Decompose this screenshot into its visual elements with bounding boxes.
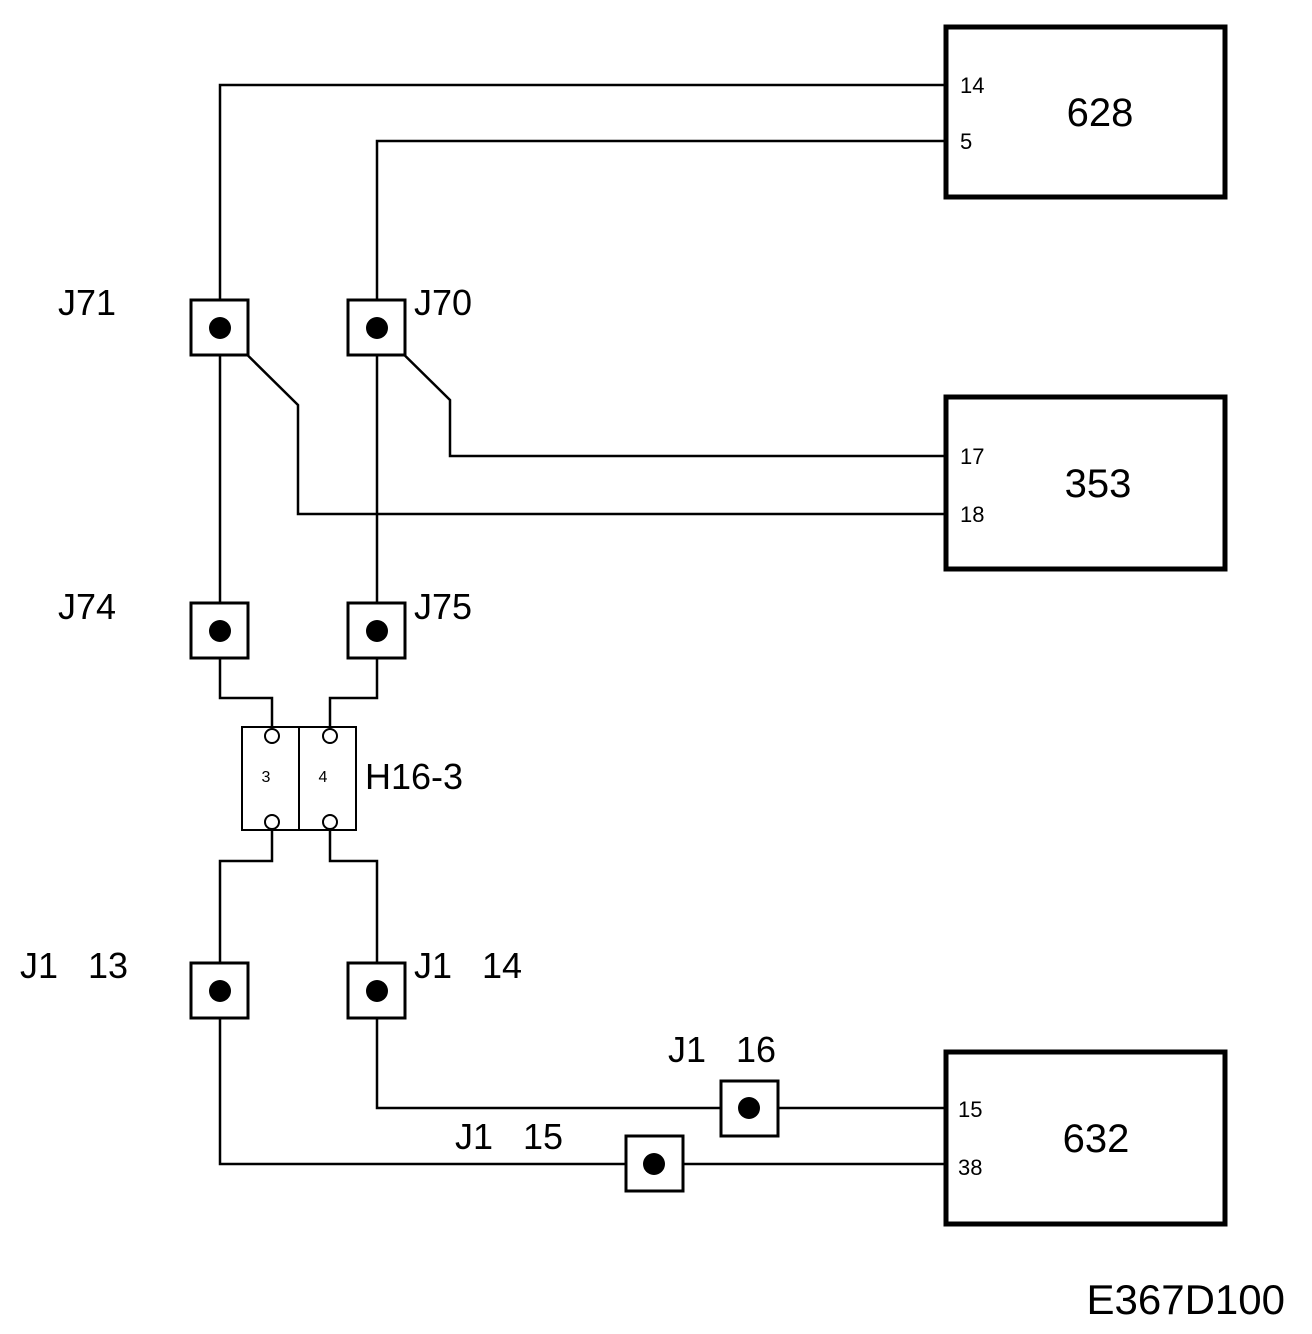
splice-label: H16-3 bbox=[365, 756, 463, 797]
connector-label: J1 14 bbox=[414, 945, 522, 986]
pin-label: 15 bbox=[958, 1097, 982, 1122]
connector-j1-14: J1 14 bbox=[346, 945, 522, 1020]
connector-label: J75 bbox=[414, 586, 472, 627]
connector-label: J70 bbox=[414, 282, 472, 323]
wire-h16-3-to-j1-13 bbox=[218, 822, 274, 991]
splice-pin-label: 4 bbox=[319, 769, 328, 786]
pin-label: 5 bbox=[960, 129, 972, 154]
connector-j70: J70 bbox=[346, 282, 472, 357]
pin-label: 14 bbox=[960, 73, 984, 98]
wire-j75-to-h16-4 bbox=[328, 631, 379, 734]
connector-label: J1 16 bbox=[668, 1029, 776, 1070]
connector-j75: J75 bbox=[346, 586, 472, 660]
connector-j1-13: J1 13 bbox=[20, 945, 250, 1020]
wire-j74-to-h16-3 bbox=[218, 631, 274, 734]
wire-j1-13-to-632-38 bbox=[218, 991, 946, 1166]
wire-j70-to-353-17 bbox=[376, 327, 946, 458]
wire-628-14-to-j71 bbox=[218, 83, 946, 328]
wire-j1-14-to-632-15 bbox=[375, 991, 946, 1110]
connector-label: J1 15 bbox=[455, 1116, 563, 1157]
splice-pin-label: 3 bbox=[262, 769, 271, 786]
pin-label: 38 bbox=[958, 1155, 982, 1180]
connector-j1-15: J1 15 bbox=[455, 1116, 685, 1193]
connector-label: J1 13 bbox=[20, 945, 128, 986]
wire-628-5-to-j70 bbox=[375, 139, 946, 328]
connector-label: J74 bbox=[58, 586, 116, 627]
drawing-code: E367D100 bbox=[1087, 1276, 1286, 1323]
pin-label: 17 bbox=[960, 444, 984, 469]
splice-h16-3: 3 4 H16-3 bbox=[241, 726, 463, 831]
wire-h16-4-to-j1-14 bbox=[328, 822, 379, 991]
component-label: 353 bbox=[1065, 462, 1132, 506]
wire-j71-to-353-18 bbox=[219, 327, 946, 516]
pin-label: 18 bbox=[960, 502, 984, 527]
connector-j1-16: J1 16 bbox=[668, 1029, 780, 1138]
connector-label: J71 bbox=[58, 282, 116, 323]
component-353: 17 18 353 bbox=[943, 394, 1228, 572]
connector-j74: J74 bbox=[58, 586, 250, 660]
connector-j71: J71 bbox=[58, 282, 250, 357]
component-label: 628 bbox=[1067, 91, 1134, 135]
component-632: 15 38 632 bbox=[943, 1049, 1228, 1227]
component-628: 14 5 628 bbox=[943, 24, 1228, 200]
component-label: 632 bbox=[1063, 1117, 1130, 1161]
